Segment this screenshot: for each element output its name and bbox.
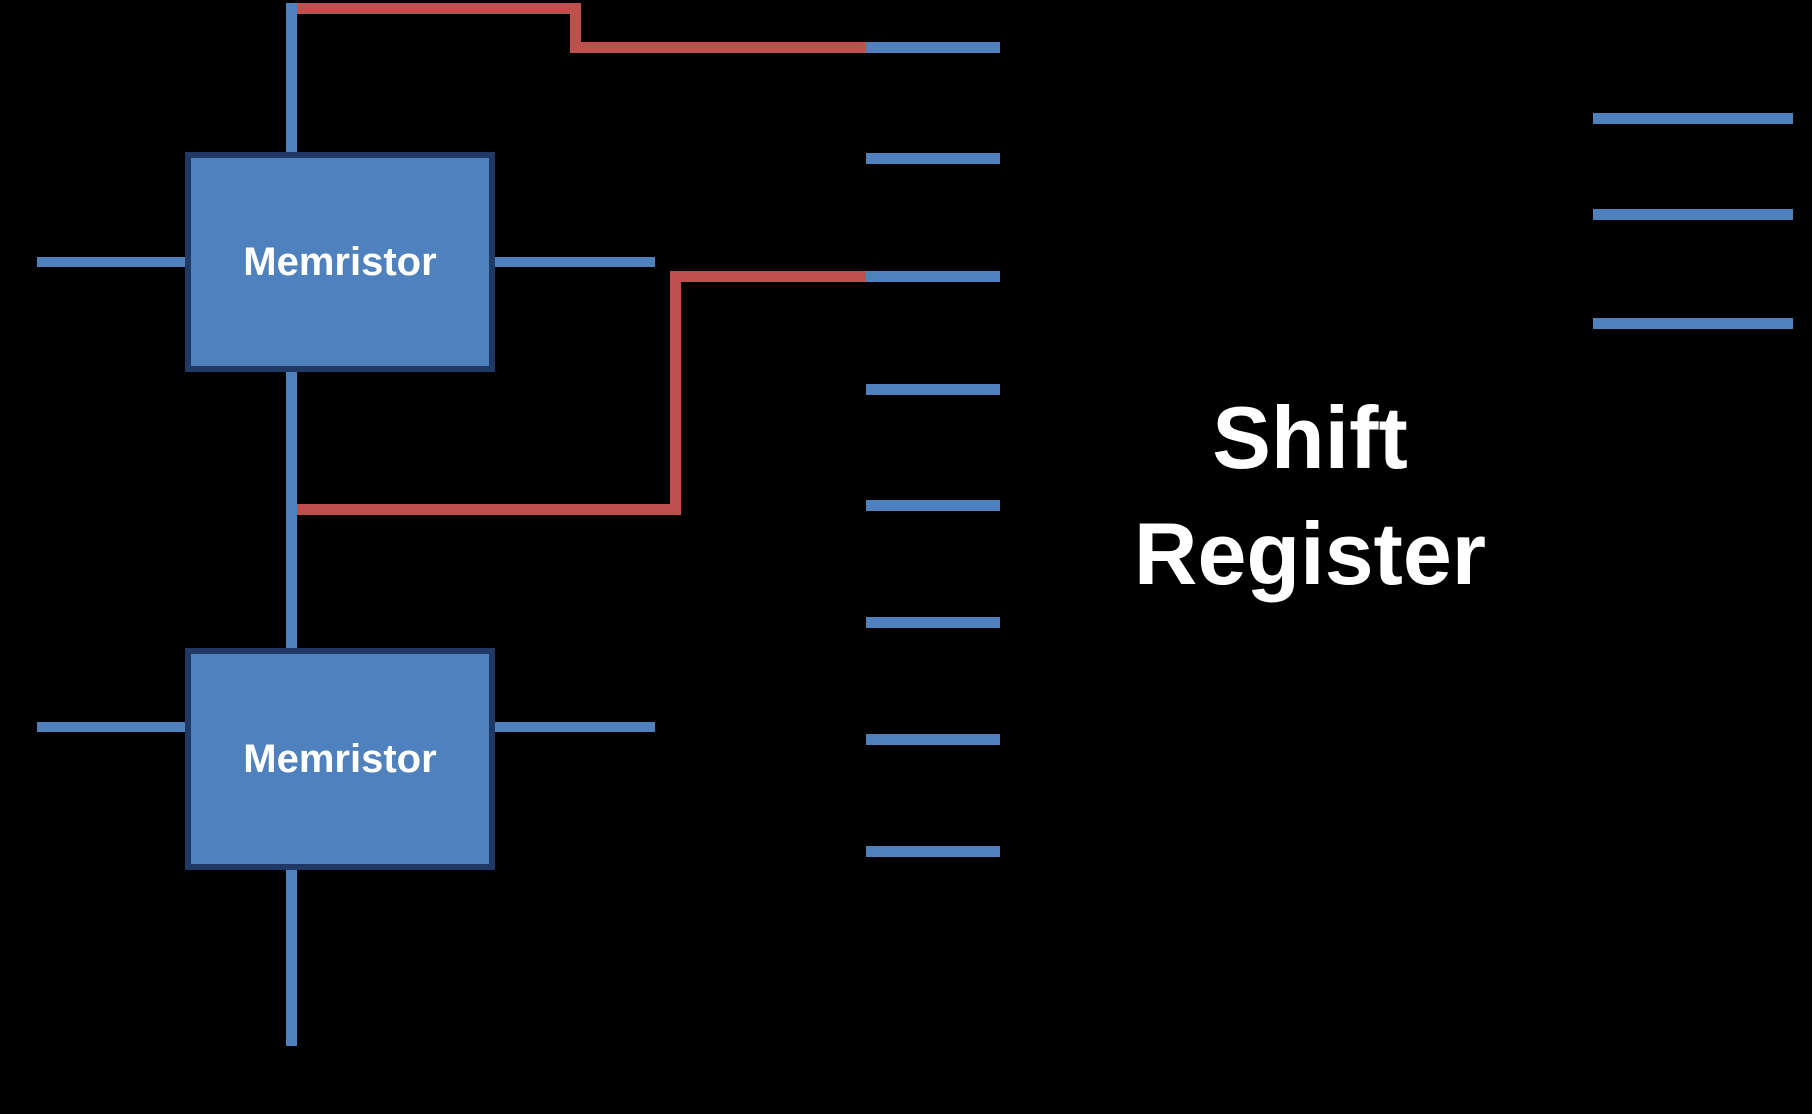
shift-register-port-5[interactable] [866, 500, 1000, 511]
memristor-top-terminal-left [37, 257, 189, 267]
memristor-block-top-label: Memristor [243, 239, 437, 284]
memristor-top-terminal-top [286, 3, 297, 158]
memristor-block-bottom[interactable]: Memristor [185, 648, 495, 870]
shift-register-title-line-2: Register [1133, 504, 1487, 604]
shift-register-title-line-1: Shift [1212, 388, 1408, 487]
shift-register-title: Shift Register [1030, 380, 1590, 612]
memristor-bottom-terminal-top [286, 430, 297, 654]
red-path-top-segment-horizontal-upper [291, 3, 581, 14]
shift-register-port-4[interactable] [866, 384, 1000, 395]
shift-register-port-6[interactable] [866, 617, 1000, 628]
red-path-middle-segment-vertical [670, 271, 681, 515]
memristor-block-top[interactable]: Memristor [185, 152, 495, 372]
shift-register-port-7[interactable] [866, 734, 1000, 745]
shift-register-port-1[interactable] [866, 42, 1000, 53]
memristor-top-terminal-right [492, 257, 655, 267]
red-path-middle-segment-horizontal-upper [670, 271, 870, 282]
shift-register-output-port-3[interactable] [1593, 318, 1793, 329]
red-path-top-segment-vertical [570, 3, 581, 53]
shift-register-port-2[interactable] [866, 153, 1000, 164]
red-path-middle-segment-horizontal-lower [288, 504, 681, 515]
shift-register-port-8[interactable] [866, 846, 1000, 857]
memristor-bottom-terminal-left [37, 722, 189, 732]
shift-register-port-3[interactable] [866, 271, 1000, 282]
shift-register-output-port-1[interactable] [1593, 113, 1793, 124]
memristor-bottom-terminal-right [492, 722, 655, 732]
memristor-bottom-terminal-bottom [286, 864, 297, 1046]
red-path-top-segment-horizontal-lower [570, 42, 870, 53]
shift-register-output-port-2[interactable] [1593, 209, 1793, 220]
memristor-block-bottom-label: Memristor [243, 736, 437, 781]
